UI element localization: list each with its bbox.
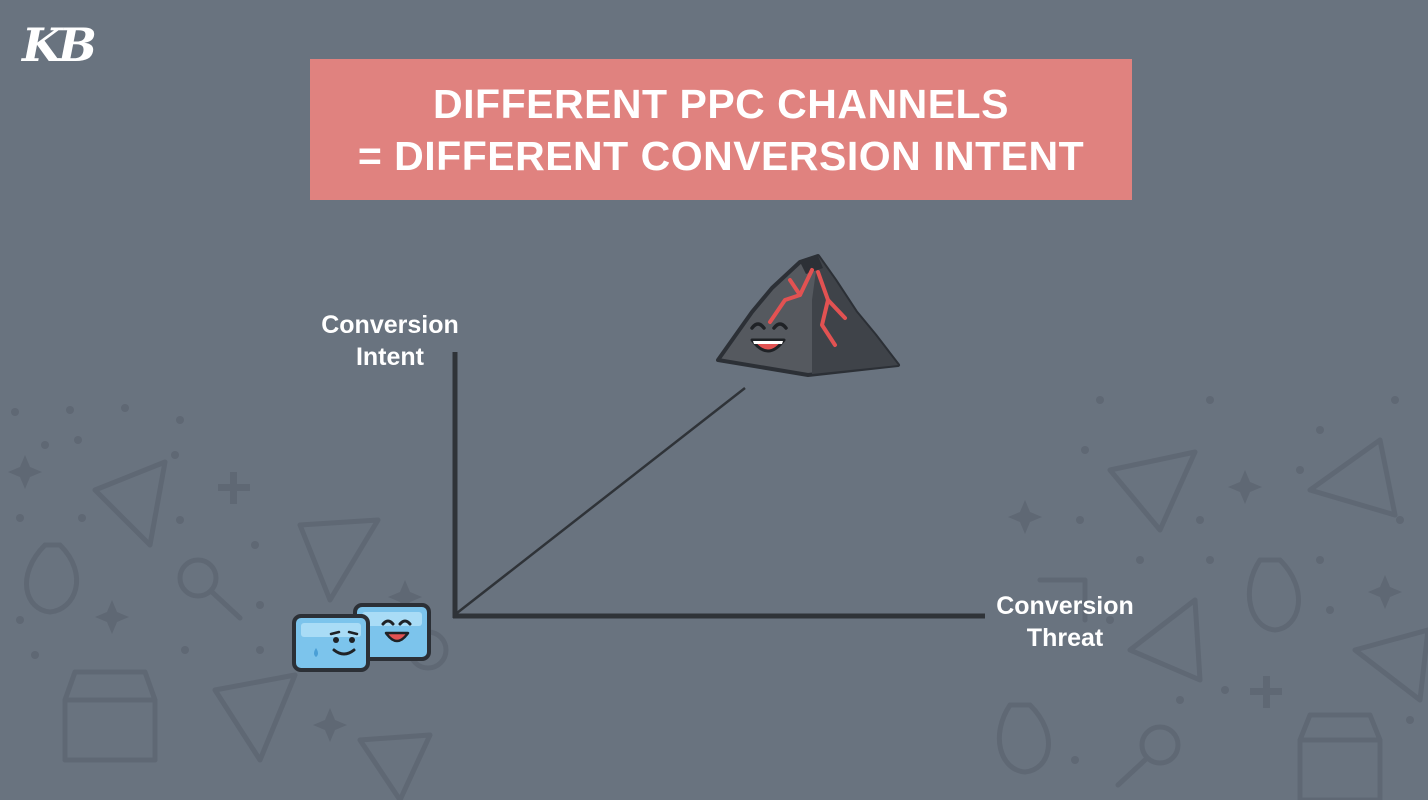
kb-logo: KB: [22, 18, 97, 72]
y-axis-label-line-1: Conversion: [321, 311, 459, 339]
x-axis-label: Conversion Threat: [970, 590, 1160, 654]
y-axis-label-line-2: Intent: [355, 343, 425, 371]
ice-cubes-icon: [292, 603, 431, 672]
x-axis-label-line-2: Threat: [1026, 624, 1104, 652]
title-line-2: = DIFFERENT CONVERSION INTENT: [357, 132, 1085, 179]
volcano-icon: [716, 254, 900, 377]
x-axis-label-line-1: Conversion: [996, 592, 1134, 620]
trend-line: [456, 387, 746, 614]
title-line-1: DIFFERENT PPC CHANNELS: [433, 80, 1009, 127]
title-banner: DIFFERENT PPC CHANNELS = DIFFERENT CONVE…: [310, 59, 1132, 200]
y-axis-label: Conversion Intent: [300, 309, 480, 373]
